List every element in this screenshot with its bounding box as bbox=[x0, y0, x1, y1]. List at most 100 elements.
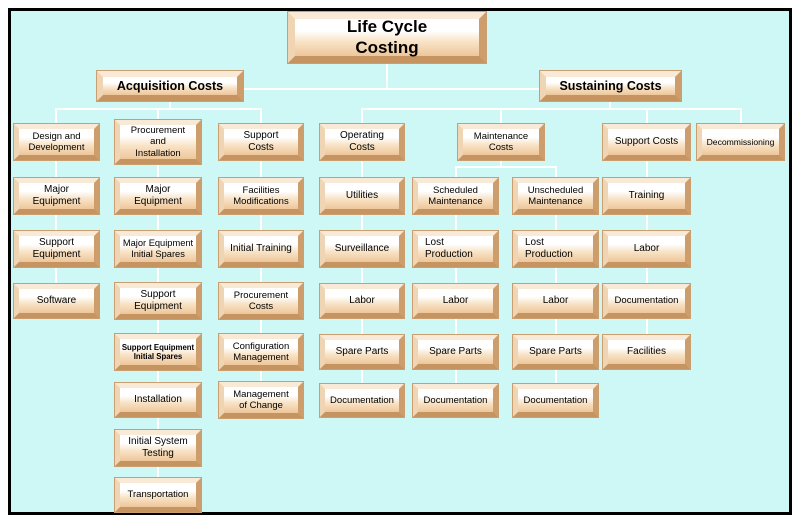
node-support-costs-sustaining: Support Costs bbox=[603, 124, 690, 160]
node-procurement-and-installation: Procurement and Installation bbox=[115, 120, 201, 164]
node-maintenance-costs: Maintenance Costs bbox=[458, 124, 544, 160]
connector-line bbox=[646, 124, 648, 337]
node-documentation-unscheduled: Documentation bbox=[513, 384, 598, 417]
node-label: Spare Parts bbox=[529, 346, 582, 358]
node-label: Facilities Modifications bbox=[233, 184, 289, 207]
node-label: Software bbox=[36, 295, 77, 307]
node-label: Training bbox=[628, 190, 665, 202]
node-label: Major Equipment bbox=[134, 184, 182, 207]
node-sustaining-costs: Sustaining Costs bbox=[540, 71, 681, 101]
connector-line bbox=[361, 108, 742, 110]
node-software: Software bbox=[14, 284, 99, 318]
node-label: Procurement and Installation bbox=[130, 125, 186, 159]
node-support-equipment-design: Support Equipment bbox=[14, 231, 99, 267]
node-documentation-operating: Documentation bbox=[320, 384, 404, 417]
node-spare-parts-operating: Spare Parts bbox=[320, 335, 404, 369]
node-lost-production-unscheduled: Lost Production bbox=[513, 231, 598, 267]
node-label: Initial Training bbox=[230, 243, 292, 255]
node-spare-parts-unscheduled: Spare Parts bbox=[513, 335, 598, 369]
node-label: Documentation bbox=[423, 394, 488, 406]
node-label: Configuration Management bbox=[232, 340, 290, 363]
node-label: Documentation bbox=[614, 295, 679, 307]
node-training: Training bbox=[603, 178, 690, 214]
node-label: Scheduled Maintenance bbox=[428, 184, 483, 207]
node-label: Support Costs bbox=[243, 130, 279, 153]
node-decommissioning: Decommissioning bbox=[697, 124, 784, 160]
node-label: Support Costs bbox=[614, 136, 679, 148]
connector-line bbox=[609, 101, 611, 109]
node-label: Spare Parts bbox=[429, 346, 482, 358]
connector-line bbox=[646, 108, 648, 124]
node-label: Labor bbox=[542, 295, 569, 307]
connector-line bbox=[555, 166, 557, 386]
node-support-equipment-procurement: Support Equipment bbox=[115, 283, 201, 319]
node-label: Support Equipment Initial Spares bbox=[121, 342, 195, 361]
node-label: Labor bbox=[349, 295, 375, 307]
node-spare-parts-scheduled: Spare Parts bbox=[413, 335, 498, 369]
node-labor-unscheduled: Labor bbox=[513, 284, 598, 318]
node-label: Acquisition Costs bbox=[116, 78, 224, 93]
node-installation: Installation bbox=[115, 383, 201, 417]
node-label: Support Equipment bbox=[134, 289, 182, 312]
node-lost-production-scheduled: Lost Production bbox=[413, 231, 498, 267]
node-label: Design and Development bbox=[28, 130, 85, 153]
node-label: Installation bbox=[134, 394, 182, 406]
connector-line bbox=[500, 160, 502, 168]
connector-line bbox=[260, 108, 262, 124]
node-labor-scheduled: Labor bbox=[413, 284, 498, 318]
connector-line bbox=[455, 166, 557, 168]
node-label: Unscheduled Maintenance bbox=[527, 184, 584, 207]
connector-line bbox=[740, 108, 742, 124]
node-procurement-costs: Procurement Costs bbox=[219, 283, 303, 319]
node-major-equipment-initial-spares: Major Equipment Initial Spares bbox=[115, 231, 201, 267]
node-label: Facilities bbox=[627, 346, 666, 358]
node-major-equipment-design: Major Equipment bbox=[14, 178, 99, 214]
node-facilities-modifications: Facilities Modifications bbox=[219, 178, 303, 214]
node-label: Surveillance bbox=[334, 243, 390, 255]
node-documentation-support: Documentation bbox=[603, 284, 690, 318]
node-label: Management of Change bbox=[233, 388, 289, 411]
node-label: Utilities bbox=[345, 190, 379, 202]
node-labor-support-sustaining: Labor bbox=[603, 231, 690, 267]
connector-line bbox=[386, 63, 388, 89]
node-initial-system-testing: Initial System Testing bbox=[115, 430, 201, 466]
node-label: Decommissioning bbox=[706, 136, 775, 147]
node-label: Sustaining Costs bbox=[559, 78, 662, 93]
node-acquisition-costs: Acquisition Costs bbox=[97, 71, 243, 101]
node-label: Life Cycle Costing bbox=[346, 17, 428, 57]
node-label: Lost Production bbox=[425, 237, 473, 260]
node-support-costs-acquisition: Support Costs bbox=[219, 124, 303, 160]
node-label: Procurement Costs bbox=[233, 289, 289, 312]
node-label: Spare Parts bbox=[335, 346, 389, 358]
connector-line bbox=[169, 101, 171, 109]
node-life-cycle-costing: Life Cycle Costing bbox=[288, 12, 486, 63]
node-label: Major Equipment Initial Spares bbox=[122, 238, 194, 259]
node-utilities: Utilities bbox=[320, 178, 404, 214]
node-label: Lost Production bbox=[525, 237, 573, 260]
node-surveillance: Surveillance bbox=[320, 231, 404, 267]
node-facilities: Facilities bbox=[603, 335, 690, 369]
node-label: Labor bbox=[442, 295, 469, 307]
connector-line bbox=[157, 108, 159, 120]
node-scheduled-maintenance: Scheduled Maintenance bbox=[413, 178, 498, 214]
connector-line bbox=[361, 108, 363, 124]
node-design-and-development: Design and Development bbox=[14, 124, 99, 160]
node-label: Transportation bbox=[127, 489, 189, 501]
node-unscheduled-maintenance: Unscheduled Maintenance bbox=[513, 178, 598, 214]
node-label: Initial System Testing bbox=[128, 436, 188, 459]
node-label: Maintenance Costs bbox=[473, 130, 529, 153]
node-labor-operating: Labor bbox=[320, 284, 404, 318]
node-label: Support Equipment bbox=[32, 237, 81, 260]
node-documentation-scheduled: Documentation bbox=[413, 384, 498, 417]
node-operating-costs: Operating Costs bbox=[320, 124, 404, 160]
node-label: Operating Costs bbox=[340, 130, 384, 153]
node-major-equipment-procurement: Major Equipment bbox=[115, 178, 201, 214]
node-label: Labor bbox=[633, 243, 660, 255]
node-management-of-change: Management of Change bbox=[219, 382, 303, 418]
node-label: Major Equipment bbox=[32, 184, 81, 207]
node-configuration-management: Configuration Management bbox=[219, 334, 303, 370]
node-label: Documentation bbox=[523, 394, 588, 406]
node-label: Documentation bbox=[330, 394, 394, 406]
connector-line bbox=[500, 108, 502, 124]
